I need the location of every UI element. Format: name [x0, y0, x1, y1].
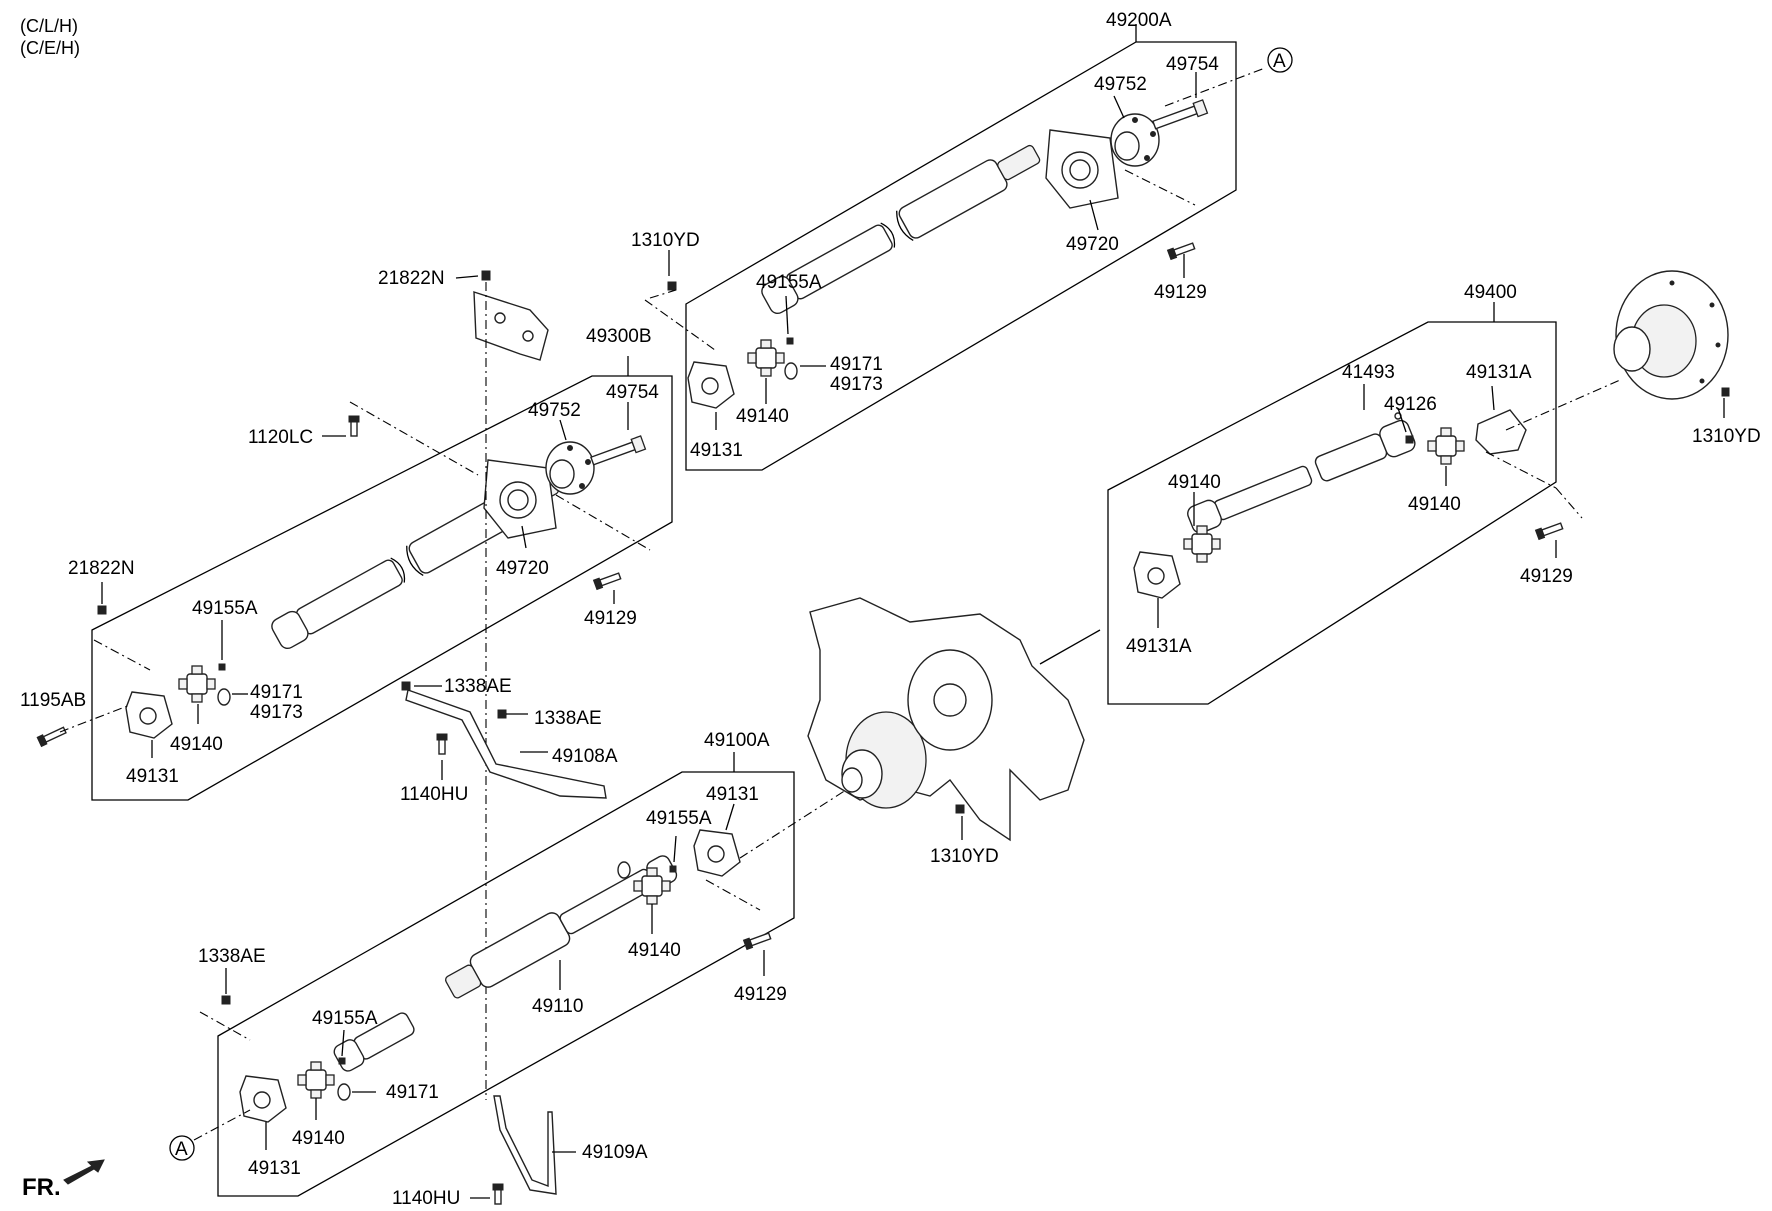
part-label: 49140 [1168, 472, 1221, 493]
part-label: 49752 [1094, 74, 1147, 95]
part-label: 49155A [756, 272, 822, 293]
front-direction-indicator: FR. [22, 1159, 105, 1201]
differential-housing [807, 597, 1101, 842]
part-label: 49173 [830, 374, 883, 395]
shaft-group-49100a: A [169, 752, 795, 1197]
part-label: 49109A [582, 1142, 648, 1163]
part-label: 49129 [584, 608, 637, 629]
part-label: 49173 [250, 702, 303, 723]
shaft-group-49400 [1107, 270, 1730, 705]
part-label: 49155A [312, 1008, 378, 1029]
part-label: 49140 [292, 1128, 345, 1149]
part-label: 49155A [192, 598, 258, 619]
shaft-group-49200a: A [667, 24, 1293, 471]
part-label: 49754 [1166, 54, 1219, 75]
part-label: 1338AE [198, 946, 266, 967]
front-label: FR. [22, 1174, 61, 1201]
bracket-assembly [348, 270, 549, 1100]
part-label: 49131A [1126, 636, 1192, 657]
part-number-labels: 49200A 49754 49752 49720 49129 1310YD 49… [20, 10, 1761, 1209]
part-label: 49171 [250, 682, 303, 703]
part-label: 49131 [690, 440, 743, 461]
front-direction-arrow-icon [63, 1159, 105, 1185]
part-label: 21822N [68, 558, 135, 579]
part-label: 49155A [646, 808, 712, 829]
leader-lines [101, 72, 1725, 1199]
part-label: 49131 [126, 766, 179, 787]
reference-callout-a-bottom: A [175, 1139, 188, 1160]
part-label: 49720 [1066, 234, 1119, 255]
part-label: 49400 [1464, 282, 1517, 303]
strap-assembly-49108a [401, 681, 607, 799]
part-label: 1195AB [20, 690, 86, 711]
part-label: 1310YD [631, 230, 700, 251]
part-label: 49110 [532, 996, 583, 1017]
part-label: 49171 [386, 1082, 439, 1103]
part-label: 49129 [1154, 282, 1207, 303]
part-label: 49752 [528, 400, 581, 421]
part-label: 49720 [496, 558, 549, 579]
part-label: 1310YD [1692, 426, 1761, 447]
part-label: 49754 [606, 382, 659, 403]
part-label: 1140HU [400, 784, 468, 805]
reference-callout-a-top: A [1273, 51, 1286, 72]
part-label: 49140 [170, 734, 223, 755]
part-label: 49200A [1106, 10, 1172, 31]
part-label: 49126 [1384, 394, 1437, 415]
part-label: 49100A [704, 730, 770, 751]
part-label: 1338AE [534, 708, 602, 729]
part-label: 1120LC [248, 427, 313, 448]
shaft-group-49300b [36, 356, 673, 801]
part-label: 49129 [1520, 566, 1573, 587]
part-label: 49131 [706, 784, 759, 805]
part-label: 49131 [248, 1158, 301, 1179]
part-label: 49131A [1466, 362, 1532, 383]
strap-assembly-49109a [492, 1095, 557, 1205]
part-label: 49140 [736, 406, 789, 427]
variant-code-2: (C/E/H) [20, 38, 80, 58]
part-label: 1310YD [930, 846, 999, 867]
part-label: 41493 [1342, 362, 1395, 383]
part-label: 21822N [378, 268, 445, 289]
part-label: 49129 [734, 984, 787, 1005]
part-label: 1140HU [392, 1188, 460, 1209]
part-label: 49140 [628, 940, 681, 961]
part-label: 49108A [552, 746, 618, 767]
part-label: 1338AE [444, 676, 512, 697]
part-label: 49140 [1408, 494, 1461, 515]
part-label: 49300B [586, 326, 652, 347]
part-label: 49171 [830, 354, 883, 375]
variant-code-1: (C/L/H) [20, 16, 78, 36]
